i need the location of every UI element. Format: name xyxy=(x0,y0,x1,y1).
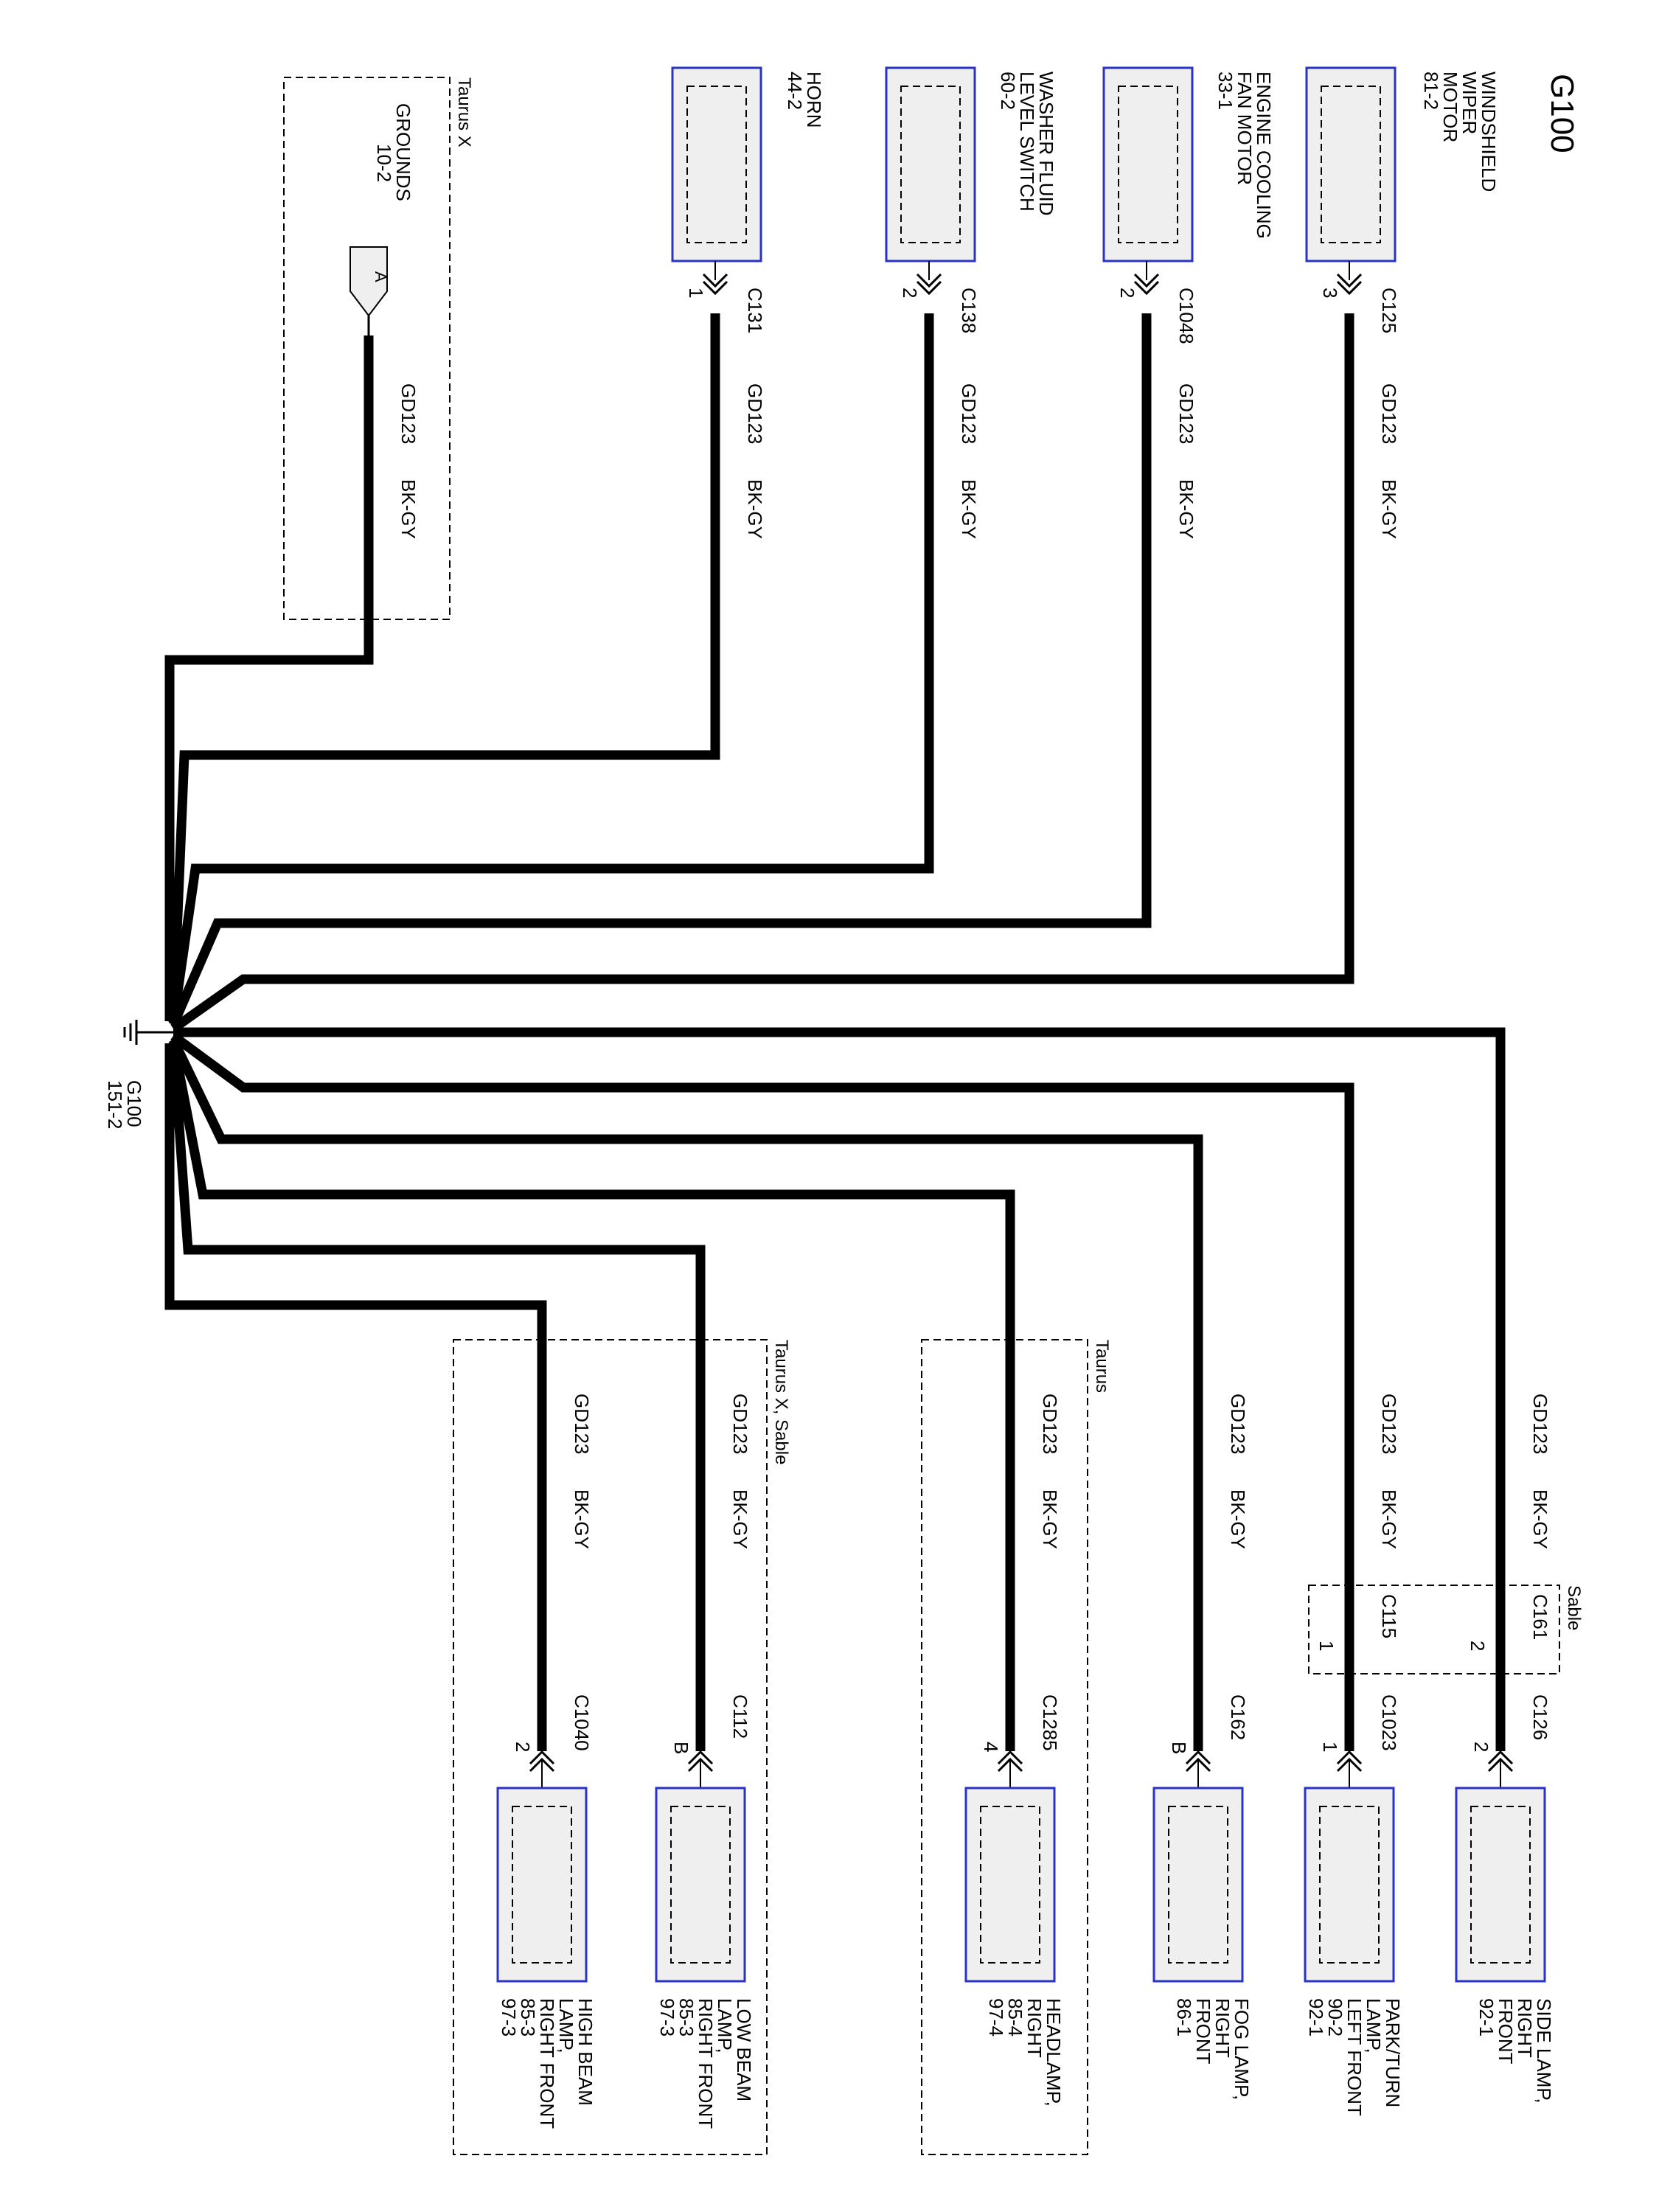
component-engine-cooling-fan-motor[interactable] xyxy=(1102,66,1194,262)
region-taurus-x-sable xyxy=(453,1339,768,2155)
region-sable-label: Sable xyxy=(1564,1585,1584,1630)
top-wire-labels: GD123 BK-GY GD123 BK-GY GD123 BK-GY GD12… xyxy=(397,383,1400,539)
wire-horn xyxy=(168,313,720,1022)
connector-c1040: C1040 xyxy=(571,1694,593,1751)
pin-c1040: 2 xyxy=(512,1742,534,1752)
grounds-connector-label: A xyxy=(372,271,390,282)
component-washer-fluid-level-switch[interactable] xyxy=(885,66,976,262)
svg-text:BK-GY: BK-GY xyxy=(1039,1489,1061,1549)
region-taurus-label: Taurus xyxy=(1092,1340,1112,1393)
svg-text:BK-GY: BK-GY xyxy=(744,479,766,539)
connector-c131: C131 xyxy=(744,288,766,333)
wire-head xyxy=(168,1040,1015,1751)
component-fog-lamp-right-front[interactable] xyxy=(1152,1787,1244,1983)
component-high-beam-lamp-right-front[interactable] xyxy=(496,1787,588,1983)
pin-c1285: 4 xyxy=(980,1742,1002,1752)
low-beam-label: LOW BEAM LAMP, RIGHT FRONT 85-3 97-3 xyxy=(656,1998,755,2134)
connector-c115: C115 xyxy=(1378,1594,1400,1638)
connector-c1048: C1048 xyxy=(1175,288,1197,344)
wire-wiper xyxy=(170,313,1354,1033)
component-horn[interactable] xyxy=(671,66,762,262)
connector-c125: C125 xyxy=(1378,288,1400,333)
svg-text:BK-GY: BK-GY xyxy=(397,479,420,539)
svg-text:BK-GY: BK-GY xyxy=(1175,479,1197,539)
ground-name: G100 xyxy=(123,1080,145,1127)
region-sable xyxy=(1308,1585,1560,1674)
park-turn-lamp-label: PARK/TURN LAMP, LEFT FRONT 90-2 92-1 xyxy=(1305,1998,1404,2121)
svg-text:GD123: GD123 xyxy=(744,383,766,444)
pin-c162: B xyxy=(1168,1742,1190,1754)
svg-text:BK-GY: BK-GY xyxy=(729,1489,751,1549)
wire-high xyxy=(164,1043,547,1751)
svg-text:GD123: GD123 xyxy=(1378,1394,1400,1454)
wire-park xyxy=(170,1032,1354,1751)
fan-label: ENGINE COOLING FAN MOTOR 33-1 xyxy=(1214,72,1275,244)
pin-c138: 2 xyxy=(899,288,921,298)
svg-text:GD123: GD123 xyxy=(1175,383,1197,444)
top-connector-marks xyxy=(702,261,1363,296)
component-windshield-wiper-motor[interactable] xyxy=(1305,66,1397,262)
side-lamp-label: SIDE LAMP, RIGHT FRONT 92-1 xyxy=(1475,1998,1555,2109)
svg-text:GD123: GD123 xyxy=(1529,1394,1551,1454)
pin-c125: 3 xyxy=(1319,288,1341,298)
component-park-turn-lamp-left-front[interactable] xyxy=(1304,1787,1395,1983)
pin-c1023: 1 xyxy=(1319,1742,1341,1752)
svg-text:BK-GY: BK-GY xyxy=(1227,1489,1249,1549)
wire-fog xyxy=(169,1037,1203,1751)
connector-c1285: C1285 xyxy=(1039,1694,1061,1751)
horn-label: HORN 44-2 xyxy=(784,72,825,133)
svg-text:BK-GY: BK-GY xyxy=(1378,1489,1400,1549)
component-headlamp-right[interactable] xyxy=(964,1787,1056,1983)
connector-c138: C138 xyxy=(958,288,980,333)
pin-c161: 2 xyxy=(1467,1641,1489,1651)
wire-low xyxy=(168,1043,706,1751)
fog-lamp-label: FOG LAMP, RIGHT FRONT 86-1 xyxy=(1173,1998,1253,2105)
svg-text:GD123: GD123 xyxy=(729,1394,751,1454)
pin-c126: 2 xyxy=(1470,1742,1492,1752)
svg-text:GD123: GD123 xyxy=(958,383,980,444)
svg-text:GD123: GD123 xyxy=(397,383,420,444)
wiper-label: WINDSHIELD WIPER MOTOR 81-2 xyxy=(1420,72,1500,197)
component-low-beam-lamp-right-front[interactable] xyxy=(655,1787,746,1983)
wire-grounds xyxy=(164,335,374,1021)
svg-text:BK-GY: BK-GY xyxy=(1378,479,1400,539)
svg-text:GD123: GD123 xyxy=(1227,1394,1249,1454)
ground-symbol xyxy=(123,1020,173,1045)
ground-label: G100 151-2 xyxy=(104,1080,145,1133)
region-taurus-x-sable-label: Taurus X, Sable xyxy=(771,1340,791,1464)
connector-c162: C162 xyxy=(1227,1694,1249,1740)
wire-side xyxy=(173,1027,1506,1751)
wire-washer xyxy=(168,313,934,1023)
connector-c112: C112 xyxy=(729,1694,751,1739)
svg-text:GD123: GD123 xyxy=(1378,383,1400,444)
pin-c115: 1 xyxy=(1315,1641,1338,1651)
diagram-title: G100 xyxy=(1544,74,1580,153)
pin-c112: B xyxy=(670,1742,692,1754)
pin-c131: 1 xyxy=(685,288,707,298)
headlamp-label: HEADLAMP, RIGHT 85-4 97-4 xyxy=(985,1998,1065,2112)
grounds-label: GROUNDS 10-2 xyxy=(373,103,414,206)
pin-c1048: 2 xyxy=(1116,288,1138,298)
region-taurus-x-top xyxy=(283,77,451,620)
connector-c1023: C1023 xyxy=(1378,1694,1400,1751)
bottom-wire-labels: GD123 BK-GY GD123 BK-GY GD123 BK-GY GD12… xyxy=(571,1394,1551,1549)
ground-ref: 151-2 xyxy=(104,1080,126,1130)
svg-text:GD123: GD123 xyxy=(571,1394,593,1454)
connector-c161: C161 xyxy=(1529,1594,1551,1640)
high-beam-label: HIGH BEAM LAMP, RIGHT FRONT 85-3 97-3 xyxy=(498,1998,597,2134)
connector-c126: C126 xyxy=(1529,1694,1551,1740)
wire-bundle xyxy=(164,313,1506,1751)
grounds-connector-a[interactable]: A xyxy=(349,246,390,338)
svg-text:GD123: GD123 xyxy=(1039,1394,1061,1454)
region-taurus xyxy=(921,1339,1088,2155)
wire-fan xyxy=(169,313,1152,1027)
region-taurus-x-label: Taurus X xyxy=(454,77,474,147)
washer-label: WASHER FLUID LEVEL SWITCH 60-2 xyxy=(997,72,1057,221)
component-side-lamp-right-front[interactable] xyxy=(1455,1787,1546,1983)
svg-text:BK-GY: BK-GY xyxy=(958,479,980,539)
svg-text:BK-GY: BK-GY xyxy=(571,1489,593,1549)
svg-text:BK-GY: BK-GY xyxy=(1529,1489,1551,1549)
